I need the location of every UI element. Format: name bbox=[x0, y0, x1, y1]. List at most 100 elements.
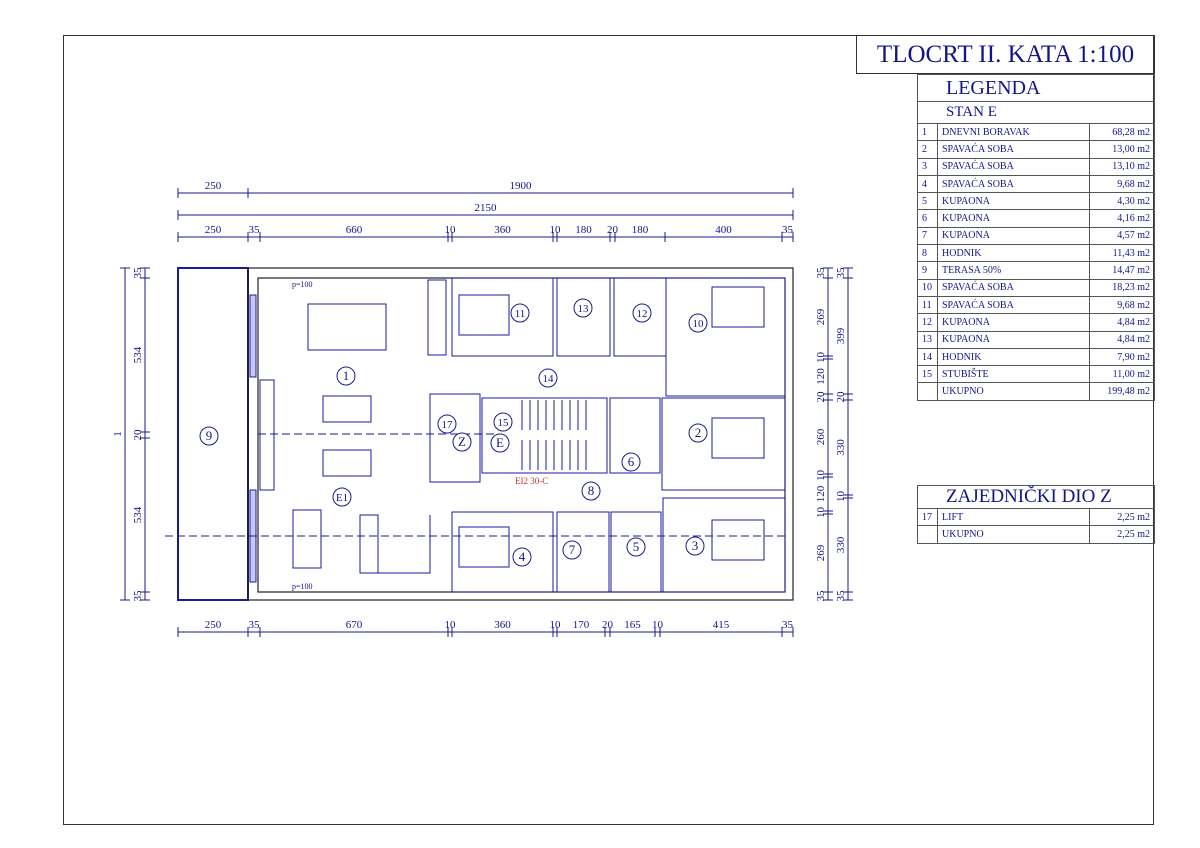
room-number: 13 bbox=[578, 303, 590, 315]
room-5-walls bbox=[610, 511, 662, 593]
dimension-label: 120 bbox=[815, 485, 827, 502]
sofa bbox=[322, 449, 372, 477]
room-marker: 8 bbox=[581, 481, 601, 501]
room-marker: 12 bbox=[632, 303, 652, 323]
staircase bbox=[481, 397, 608, 474]
room-marker: 9 bbox=[199, 426, 219, 446]
dimension-label: 35 bbox=[815, 267, 827, 279]
common-heading: ZAJEDNIČKI DIO Z bbox=[917, 485, 1155, 509]
dimension-label: 400 bbox=[715, 224, 732, 236]
dimension-label: 10 bbox=[835, 491, 847, 503]
room-marker: 15 bbox=[493, 412, 513, 432]
dimension-label: 35 bbox=[835, 590, 847, 602]
fire-door-label: EI2 30-C bbox=[515, 476, 548, 486]
room-number: 7 bbox=[569, 542, 576, 557]
bed bbox=[711, 286, 765, 328]
room-number: 12 bbox=[637, 308, 648, 320]
room-3-walls bbox=[662, 497, 786, 593]
room-marker: 7 bbox=[562, 540, 582, 560]
parapet-label: p=100 bbox=[292, 280, 313, 289]
sofa bbox=[322, 395, 372, 423]
room-number: 11 bbox=[515, 308, 526, 320]
dimension-label: 10 bbox=[445, 224, 457, 236]
room-marker: 4 bbox=[512, 547, 532, 567]
dimension-label: 10 bbox=[652, 619, 664, 631]
dimension-label: 360 bbox=[494, 619, 511, 631]
dimension-label: 35 bbox=[249, 619, 261, 631]
room-marker: 1 bbox=[336, 366, 356, 386]
dimension-label: 534 bbox=[132, 506, 144, 523]
dimension-label: 399 bbox=[835, 327, 847, 344]
cell-area: 199,48 m2 bbox=[1089, 382, 1155, 401]
room-marker: 17 bbox=[437, 414, 457, 434]
dimension-label: 2150 bbox=[475, 202, 498, 214]
room-7-walls bbox=[556, 511, 610, 593]
room-marker: 10 bbox=[688, 313, 708, 333]
room-number: 17 bbox=[442, 419, 454, 431]
outer-wall bbox=[247, 267, 794, 601]
dimension-label: 1 bbox=[112, 431, 124, 437]
dimension-label: 415 bbox=[713, 619, 730, 631]
room-marker: Z bbox=[452, 432, 472, 452]
room-number: 2 bbox=[695, 425, 702, 440]
dimension-label: 269 bbox=[815, 308, 827, 325]
legend-heading: LEGENDA bbox=[917, 74, 1155, 102]
dimension-label: 10 bbox=[815, 352, 827, 364]
dimension-label: 180 bbox=[575, 224, 592, 236]
dimension-label: 10 bbox=[815, 470, 827, 482]
drawing-frame bbox=[63, 35, 1154, 825]
bed bbox=[711, 519, 765, 561]
room-number: 6 bbox=[628, 454, 635, 469]
room-number: 4 bbox=[519, 549, 526, 564]
parapet-label: p=100 bbox=[292, 582, 313, 591]
stair-treads bbox=[521, 400, 587, 470]
room-number: 10 bbox=[693, 318, 705, 330]
kitchen-counter bbox=[360, 515, 431, 574]
room-number: E1 bbox=[336, 492, 348, 504]
dimension-label: 35 bbox=[132, 267, 144, 279]
room-marker: 14 bbox=[538, 368, 558, 388]
window bbox=[249, 294, 257, 378]
dimension-label: 250 bbox=[205, 224, 222, 236]
dimension-label: 534 bbox=[132, 346, 144, 363]
wardrobe bbox=[427, 279, 447, 356]
room-number: 15 bbox=[498, 417, 510, 429]
dimension-label: 35 bbox=[835, 267, 847, 279]
dimension-label: 10 bbox=[550, 619, 562, 631]
dimension-label: 260 bbox=[815, 428, 827, 445]
bed bbox=[711, 417, 765, 459]
dimension-label: 10 bbox=[815, 507, 827, 519]
dimension-label: 165 bbox=[624, 619, 641, 631]
bed bbox=[458, 294, 510, 336]
room-2-walls bbox=[661, 397, 786, 491]
dimension-label: 20 bbox=[815, 391, 827, 403]
dimension-label: 35 bbox=[815, 590, 827, 602]
cell-name: UKUPNO bbox=[937, 382, 1090, 401]
dimension-label: 20 bbox=[132, 429, 144, 441]
dimension-label: 35 bbox=[249, 224, 261, 236]
room-marker: 5 bbox=[626, 537, 646, 557]
dimension-label: 35 bbox=[782, 619, 794, 631]
room-number: 1 bbox=[343, 368, 350, 383]
dimension-label: 330 bbox=[835, 536, 847, 553]
dimension-label: 35 bbox=[782, 224, 794, 236]
room-number: 5 bbox=[633, 539, 640, 554]
room-13-walls bbox=[556, 277, 611, 357]
dimension-label: 20 bbox=[835, 391, 847, 403]
room-number: 8 bbox=[588, 483, 595, 498]
dimension-label: 10 bbox=[445, 619, 457, 631]
lift-shaft bbox=[429, 393, 481, 483]
